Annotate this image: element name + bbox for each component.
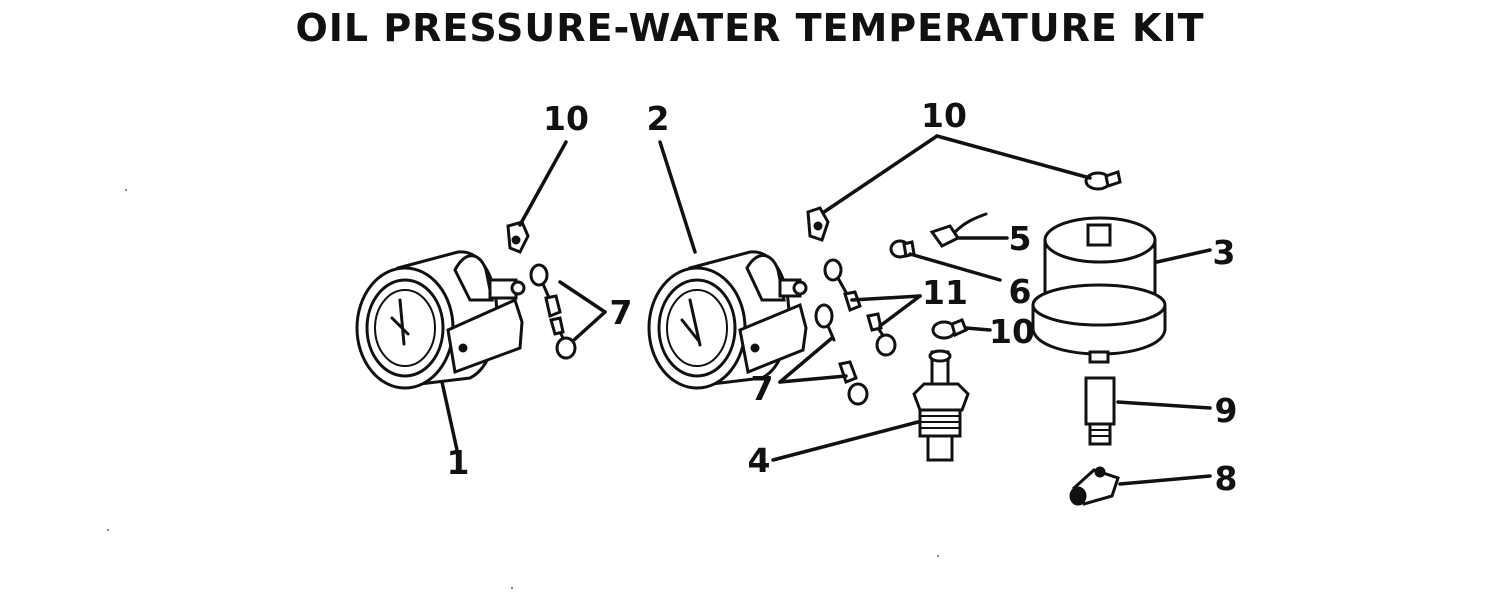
part-11-terminal-leads	[823, 258, 897, 357]
part-10-ring-terminals	[506, 170, 1122, 340]
callout-3: 3	[1213, 233, 1236, 272]
part-7-terminal-leads	[529, 263, 869, 406]
part-9-adapter-fitting	[1084, 376, 1116, 446]
callout-10-left: 10	[543, 99, 589, 138]
callout-1: 1	[447, 443, 470, 482]
part-5-terminal-lead	[929, 212, 988, 248]
callout-4: 4	[748, 441, 771, 480]
part-3-oil-pressure-sender	[1031, 216, 1167, 364]
part-8-elbow-fitting	[1069, 466, 1120, 506]
callout-7-right: 7	[751, 369, 774, 408]
leader-lines	[440, 134, 1212, 486]
diagram-title: OIL PRESSURE-WATER TEMPERATURE KIT	[295, 6, 1205, 50]
callout-9: 9	[1215, 391, 1238, 430]
part-2-water-temperature-gauge	[647, 250, 808, 390]
callout-2: 2	[647, 99, 670, 138]
callout-10-top: 10	[921, 96, 967, 135]
callout-labels: 10 2 10 5 6 3 7 11 10 7 9 8 4 1	[447, 96, 1238, 498]
callout-10-right: 10	[989, 312, 1035, 351]
part-1-oil-pressure-gauge	[355, 250, 526, 390]
part-6-boot	[889, 239, 916, 259]
callout-8: 8	[1215, 459, 1238, 498]
scan-specks	[107, 189, 939, 589]
callout-6: 6	[1009, 272, 1032, 311]
callout-5: 5	[1009, 219, 1032, 258]
part-4-temperature-sender	[912, 349, 970, 462]
callout-7-left: 7	[610, 293, 633, 332]
callout-11: 11	[922, 273, 968, 312]
